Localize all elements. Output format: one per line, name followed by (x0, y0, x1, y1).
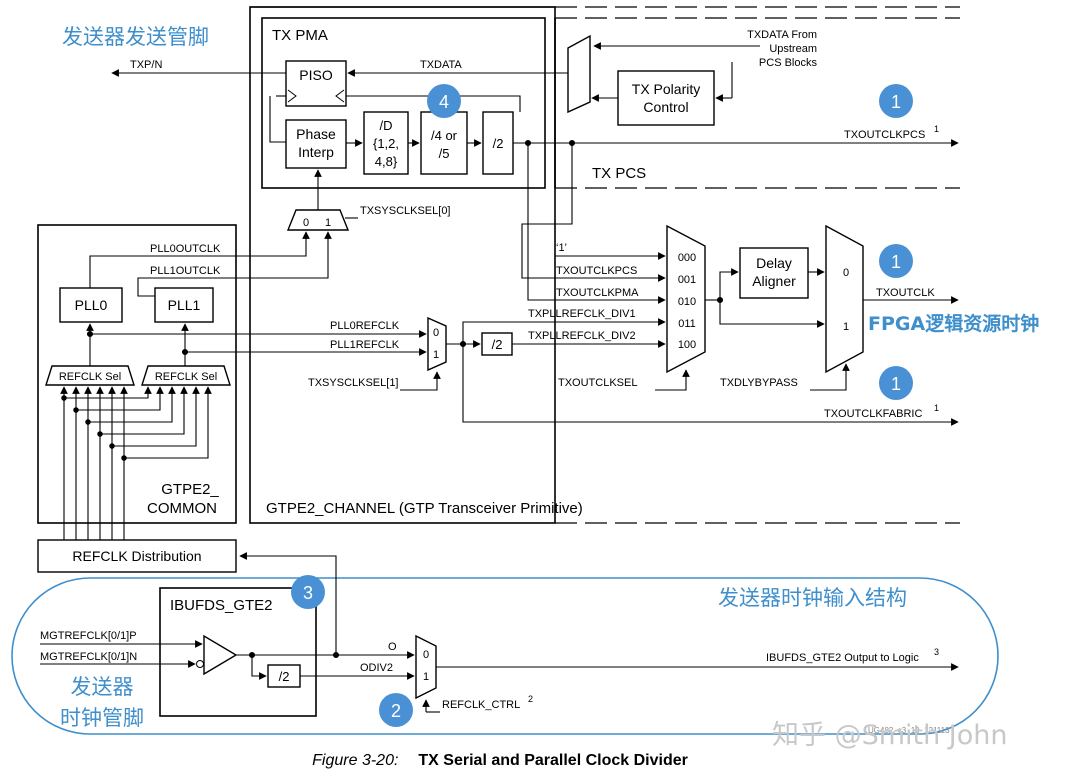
mgtrefclkp-label: MGTREFCLK[0/1]P (40, 630, 137, 642)
gtpe2-common-line2: COMMON (147, 500, 217, 517)
refclk-ctrl-label: REFCLK_CTRL (442, 699, 520, 711)
mgtrefclkn-label: MGTREFCLK[0/1]N (40, 651, 137, 663)
annotation-tx-pins: 发送器发送管脚 (62, 25, 209, 49)
pll0-label: PLL0 (75, 297, 108, 313)
txdata-from-line1: TXDATA From (747, 29, 817, 41)
annotation-fpga-clock: FPGA逻辑资源时钟 (868, 312, 1039, 335)
mux-sysclk1-in0: 0 (433, 327, 439, 339)
out-o-label: O (388, 641, 397, 653)
badge-1-top: 1 (891, 92, 901, 112)
badge-3: 3 (303, 583, 313, 603)
bypass-mux-in1: 1 (843, 321, 849, 333)
figure-title: TX Serial and Parallel Clock Divider (418, 752, 688, 769)
refclk-sel-right: REFCLK Sel (155, 371, 217, 383)
annotation-clock-pins-line2: 时钟管脚 (60, 706, 144, 730)
mux-sysclk0-in1: 1 (325, 217, 331, 229)
pll1outclk-label: PLL1OUTCLK (150, 265, 221, 277)
txdata-label: TXDATA (420, 59, 462, 71)
pll1refclk-label: PLL1REFCLK (330, 339, 400, 351)
txoutclkpma-label: TXOUTCLKPMA (556, 287, 639, 299)
annotation-input-structure: 发送器时钟输入结构 (718, 586, 907, 610)
txoutclksel-label: TXOUTCLKSEL (558, 377, 637, 389)
annotation-clock-pins-line1: 发送器 (71, 675, 134, 699)
div-2-refclk: /2 (492, 337, 503, 352)
mux-sysclk1-in1: 1 (433, 349, 439, 361)
sel-010: 010 (678, 296, 696, 308)
div-45-line1: /4 or (431, 128, 458, 143)
txoutclkfabric-label: TXOUTCLKFABRIC (824, 408, 922, 420)
odiv2-label: ODIV2 (360, 662, 393, 674)
quote-one-label: ‘1’ (556, 242, 567, 254)
out-mux-in0: 0 (423, 649, 429, 661)
txoutclk-label: TXOUTCLK (876, 287, 935, 299)
badge-1-middle: 1 (891, 252, 901, 272)
txoutclkpcs-label: TXOUTCLKPCS (556, 265, 637, 277)
piso-label: PISO (299, 67, 333, 83)
refclk-distribution-label: REFCLK Distribution (72, 548, 201, 564)
badge-2: 2 (391, 701, 401, 721)
figure-code-label: UG482_c3_19_121113 (868, 726, 950, 735)
phase-interp-line1: Phase (296, 126, 336, 142)
out-mux-in1: 1 (423, 671, 429, 683)
txoutclkpcs-top-sup: 1 (934, 124, 939, 134)
txp-n-label: TXP/N (130, 59, 162, 71)
div-d-line2: {1,2, (373, 136, 399, 151)
figure-caption: Figure 3-20: TX Serial and Parallel Clock… (0, 752, 1000, 770)
bypass-mux-in0: 0 (843, 267, 849, 279)
mux-sysclk0-in0: 0 (303, 217, 309, 229)
sel-001: 001 (678, 274, 696, 286)
sel-011: 011 (678, 318, 696, 330)
refclk-sel-left: REFCLK Sel (59, 371, 121, 383)
pll1-label: PLL1 (168, 297, 201, 313)
refclk-ctrl-sup: 2 (528, 694, 533, 704)
txpllrefclk-div2-label: TXPLLREFCLK_DIV2 (528, 330, 636, 342)
pll0outclk-label: PLL0OUTCLK (150, 243, 221, 255)
ibufds-output-label: IBUFDS_GTE2 Output to Logic (766, 652, 919, 664)
div-2-ibufds: /2 (279, 669, 290, 684)
gtpe2-common-line1: GTPE2_ (161, 481, 219, 498)
ibufds-output-sup: 3 (934, 647, 939, 657)
sel-000: 000 (678, 252, 696, 264)
txdata-from-line3: PCS Blocks (759, 57, 818, 69)
txdlybypass-label: TXDLYBYPASS (720, 377, 798, 389)
div-2-pma: /2 (493, 136, 504, 151)
ibufds-gte2-label: IBUFDS_GTE2 (170, 597, 273, 614)
sel-100: 100 (678, 339, 696, 351)
txoutclkfabric-sup: 1 (934, 403, 939, 413)
tx-pma-label: TX PMA (272, 27, 328, 44)
pll0refclk-label: PLL0REFCLK (330, 320, 400, 332)
div-d-line1: /D (380, 118, 393, 133)
txdata-from-line2: Upstream (769, 43, 817, 55)
txsysclksel1-label: TXSYSCLKSEL[1] (308, 377, 399, 389)
div-45-line2: /5 (439, 146, 450, 161)
delay-aligner-line2: Aligner (752, 273, 796, 289)
phase-interp-line2: Interp (298, 144, 334, 160)
tx-polarity-line1: TX Polarity (632, 81, 700, 97)
figure-number: Figure 3-20: (312, 752, 399, 769)
delay-aligner-line1: Delay (756, 255, 792, 271)
div-d-line3: 4,8} (375, 154, 398, 169)
gtpe2-channel-label: GTPE2_CHANNEL (GTP Transceiver Primitive… (266, 500, 583, 517)
txsysclksel0-label: TXSYSCLKSEL[0] (360, 205, 451, 217)
tx-polarity-line2: Control (643, 99, 688, 115)
txpllrefclk-div1-label: TXPLLREFCLK_DIV1 (528, 308, 636, 320)
watermark: 知乎 @Smith John (772, 720, 1008, 751)
txoutclkpcs-top-label: TXOUTCLKPCS (844, 129, 925, 141)
tx-pcs-label: TX PCS (592, 165, 646, 182)
badge-1-bottom: 1 (891, 374, 901, 394)
badge-4: 4 (439, 92, 449, 112)
